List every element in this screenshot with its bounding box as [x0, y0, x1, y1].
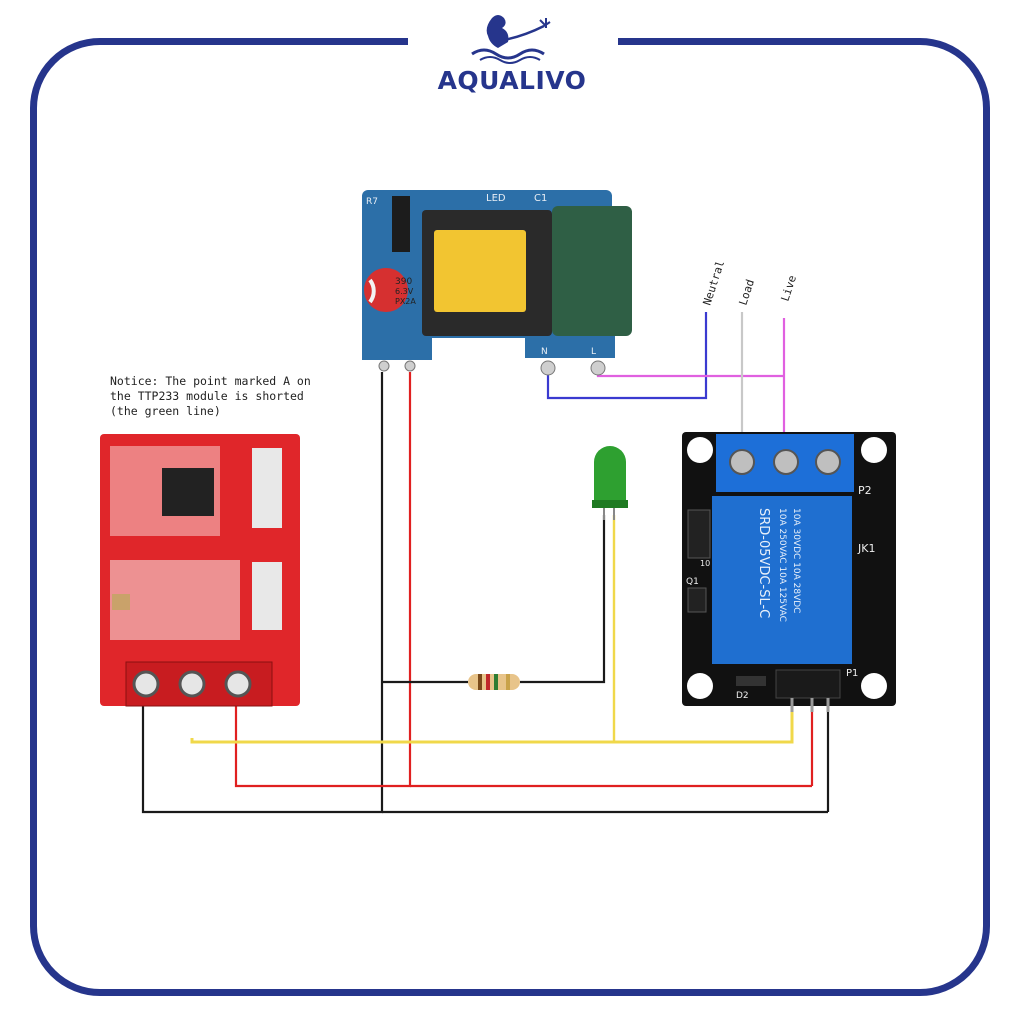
gnd-wire [141, 372, 384, 814]
resistor-lead-right [520, 515, 606, 684]
live-label: Live [778, 274, 799, 303]
neutral-label: Neutral [700, 259, 727, 307]
notice-line-3: (the green line) [110, 404, 221, 418]
cap-label-1: 390 [395, 277, 412, 287]
notice-line-2: the TTP233 module is shorted [110, 389, 304, 403]
r7-label: R7 [366, 197, 378, 207]
neutral-wire [546, 312, 708, 400]
notice-text: Notice: The point marked A on the TTP233… [110, 374, 311, 419]
notice-line-1: Notice: The point marked A on [110, 374, 311, 388]
resistor-code-label: 10 [700, 559, 710, 568]
vcc-wire [234, 372, 412, 788]
q1-label: Q1 [686, 577, 699, 587]
power-supply-module: 390 6.3V PX2A LED C1 R7 N L [362, 190, 632, 376]
mains-labels: Neutral Load Live [700, 259, 799, 307]
n-terminal-label: N [541, 347, 548, 357]
l-terminal-label: L [591, 347, 596, 357]
jk1-label: JK1 [857, 542, 875, 555]
resistor [468, 674, 520, 690]
cap-label-2: 6.3V [395, 287, 414, 296]
touch-sensor-module [100, 434, 300, 707]
brand-name: AQUALIVO [437, 66, 587, 95]
wires [141, 312, 830, 814]
signal-wire [190, 700, 794, 744]
cap-label-3: PX2A [395, 297, 416, 306]
relay-module: SRD-05VDC-SL-C 10A 250VAC 10A 125VAC 10A… [682, 432, 896, 712]
d2-label: D2 [736, 691, 749, 701]
relay-rating-ac: 10A 250VAC 10A 125VAC [777, 508, 787, 622]
relay-rating-dc: 10A 30VDC 10A 28VDC [791, 508, 801, 613]
relay-model-label: SRD-05VDC-SL-C [756, 508, 771, 618]
p2-label: P2 [858, 484, 872, 497]
neptune-logo-icon [471, 15, 551, 64]
live-wire [596, 372, 784, 378]
led-label: LED [486, 193, 506, 204]
green-led [592, 446, 628, 520]
load-label: Load [736, 278, 757, 307]
p1-label: P1 [846, 668, 858, 679]
logo-gap [408, 28, 618, 52]
c1-label: C1 [534, 193, 547, 204]
